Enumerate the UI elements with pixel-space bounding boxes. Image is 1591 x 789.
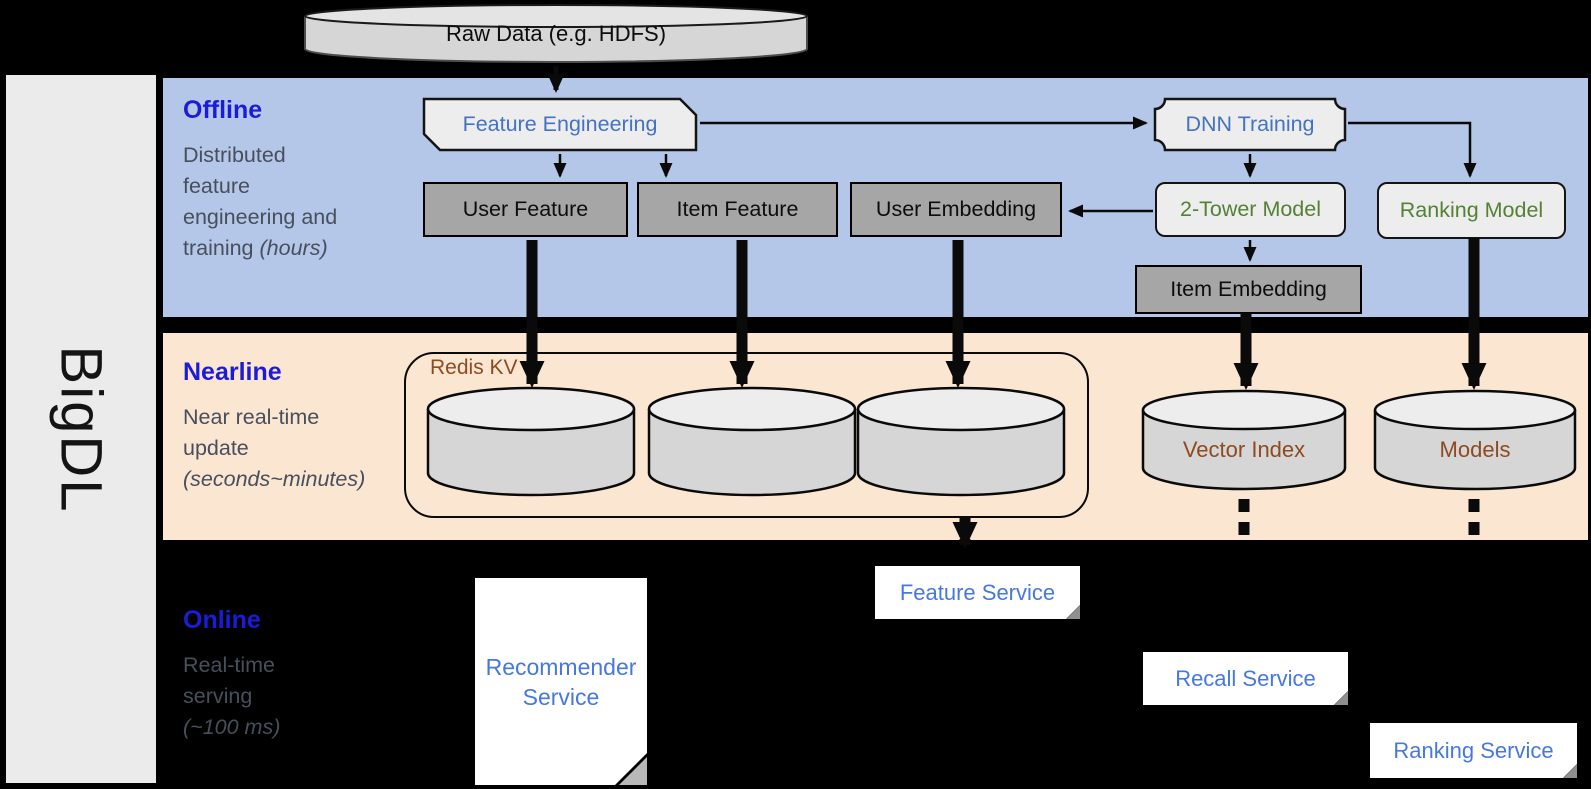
cylinder-body <box>426 409 636 497</box>
cylinder-body <box>856 409 1066 497</box>
offline-desc-note: (hours) <box>259 236 328 260</box>
vector-index-label: Vector Index <box>1182 436 1306 462</box>
offline-desc-line: Distributed <box>183 143 286 167</box>
user-feature-node: User Feature <box>423 182 628 237</box>
redis-shard-cylinder <box>646 385 858 498</box>
two-tower-model-node: 2-Tower Model <box>1155 182 1346 237</box>
redis-kv-label: Redis KV <box>430 356 518 379</box>
ranking-service-label: Ranking Service <box>1370 723 1577 778</box>
feature-engineering-label: Feature Engineering <box>462 112 658 136</box>
offline-title: Offline <box>183 96 263 124</box>
raw-data-cylinder-shape <box>304 4 808 63</box>
offline-section-header: Offline <box>183 96 262 125</box>
user-embedding-label: User Embedding <box>875 197 1037 221</box>
cylinder-shape <box>1373 389 1577 491</box>
cylinder-top <box>1141 389 1347 431</box>
nearline-desc-line: update <box>183 436 249 460</box>
cylinder-top <box>304 4 808 28</box>
feature-service-label: Feature Service <box>875 566 1080 619</box>
snip-rect <box>422 97 698 152</box>
offline-desc-line: engineering and <box>183 205 338 229</box>
feature-engineering-node: Feature Engineering <box>422 97 698 152</box>
ranking-model-label: Ranking Model <box>1399 198 1544 222</box>
user-feature-label: User Feature <box>462 197 589 221</box>
cylinder-body <box>304 16 808 63</box>
offline-desc-line: feature <box>183 174 250 198</box>
offline-description: Distributed feature engineering and trai… <box>183 140 373 264</box>
dnn-training-node: DNN Training <box>1153 97 1347 152</box>
cylinder-shape <box>1141 389 1347 491</box>
online-desc-line: Real-time <box>183 653 275 677</box>
redis-shard-cylinder <box>425 385 637 498</box>
feature-service-node: Feature Service <box>875 566 1080 619</box>
cylinder-body <box>1141 410 1347 491</box>
item-embedding-node: Item Embedding <box>1135 265 1362 314</box>
cylinder-shape <box>647 386 857 497</box>
bigdl-sidebar: BigDL <box>6 75 156 783</box>
ranking-model-node: Ranking Model <box>1377 182 1566 239</box>
item-embedding-label: Item Embedding <box>1170 277 1327 301</box>
cylinder-top <box>856 386 1066 432</box>
nearline-description: Near real-time update (seconds~minutes) <box>183 402 413 495</box>
nearline-title: Nearline <box>183 358 282 386</box>
nearline-desc-note: (seconds~minutes) <box>183 467 366 491</box>
online-title: Online <box>183 606 261 634</box>
redis-shard-cylinder <box>855 385 1067 498</box>
recall-service-node: Recall Service <box>1143 652 1348 705</box>
recall-service-label: Recall Service <box>1143 652 1348 705</box>
cylinder-top <box>426 386 636 432</box>
snip-rect-shape <box>422 97 698 152</box>
online-section-header: Online <box>183 606 261 635</box>
two-tower-model-label: 2-Tower Model <box>1180 197 1321 221</box>
plaque-shape <box>1153 97 1347 152</box>
models-label: Models <box>1439 436 1511 462</box>
models-store: Models <box>1372 388 1578 493</box>
offline-desc-line: training (hours) <box>183 233 373 264</box>
online-desc-note: (~100 ms) <box>183 715 281 739</box>
plaque-rect <box>1153 97 1347 152</box>
ranking-service-node: Ranking Service <box>1370 723 1577 778</box>
cylinder-top <box>1373 389 1577 431</box>
item-feature-label: Item Feature <box>676 197 799 221</box>
nearline-section-header: Nearline <box>183 358 282 387</box>
arrow-dnn-training-to-ranking-model <box>1348 121 1477 178</box>
offline-desc-text: training <box>183 236 254 260</box>
vector-index-store: Vector Index <box>1140 388 1348 493</box>
cylinder-body <box>647 409 857 497</box>
item-feature-node: Item Feature <box>637 182 838 237</box>
cylinder-top <box>647 386 857 432</box>
cylinder-shape <box>856 386 1066 497</box>
online-desc-line: serving <box>183 684 253 708</box>
recommender-service-node: Recommender Service <box>475 578 647 785</box>
raw-data-label: Raw Data (e.g. HDFS) <box>445 21 667 46</box>
user-embedding-node: User Embedding <box>850 182 1062 237</box>
cylinder-shape <box>426 386 636 497</box>
dnn-training-label: DNN Training <box>1185 112 1315 136</box>
nearline-desc-line: Near real-time <box>183 405 320 429</box>
online-description: Real-time serving (~100 ms) <box>183 650 383 743</box>
raw-data-store: Raw Data (e.g. HDFS) <box>302 3 810 65</box>
recommender-service-label: Recommender Service <box>475 578 647 785</box>
cylinder-body <box>1373 410 1577 491</box>
